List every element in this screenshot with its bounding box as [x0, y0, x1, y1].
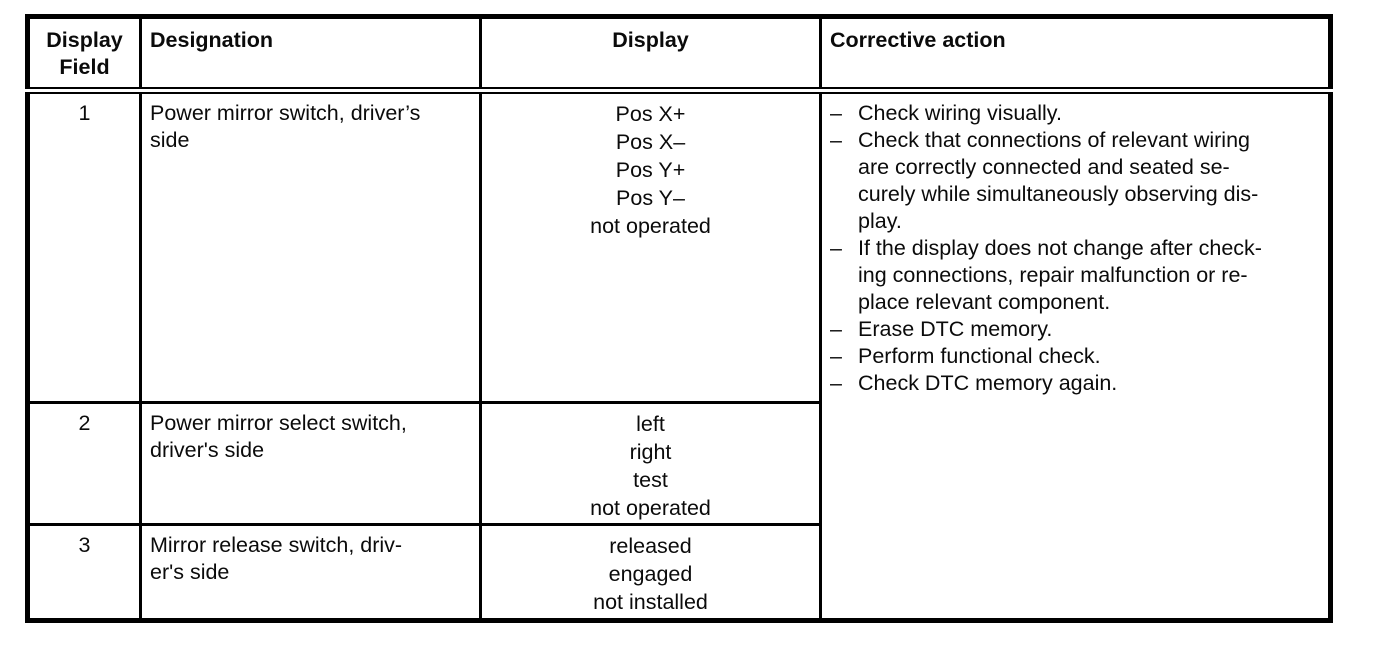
designation-line: Mirror release switch, driv- [150, 533, 403, 557]
cell-designation-1: Power mirror switch, driver’s side [139, 89, 482, 404]
designation-line: Power mirror switch, driver’s [150, 101, 421, 125]
cell-display-field-3: 3 [26, 523, 142, 622]
corrective-line: play. [858, 209, 902, 233]
column-header-display-field: Display Field [26, 15, 142, 94]
corrective-action-item: – Check that connections of relevant wir… [830, 127, 1320, 235]
corrective-action-item: – Erase DTC memory. [830, 316, 1320, 343]
cell-display-1: Pos X+ Pos X– Pos Y+ Pos Y– not operated [479, 89, 822, 404]
designation-line: er's side [150, 560, 230, 584]
table-row: 1 Power mirror switch, driver’s side Pos… [26, 89, 1332, 622]
cell-designation-3: Mirror release switch, driv- er's side [139, 523, 482, 622]
display-value: not installed [593, 590, 708, 614]
corrective-line: If the display does not change after che… [858, 236, 1262, 260]
corrective-line: Check DTC memory again. [858, 371, 1118, 395]
corrective-line: Check that connections of relevant wirin… [858, 128, 1250, 152]
display-value: Pos X– [615, 130, 686, 154]
display-value: released [609, 534, 692, 558]
display-value: left [636, 412, 665, 436]
corrective-line: curely while simultaneously observing di… [858, 182, 1259, 206]
designation-line: driver's side [150, 438, 265, 462]
dash-marker: – [830, 344, 842, 368]
corrective-action-item: – Check wiring visually. [830, 100, 1320, 127]
corrective-action-item: – If the display does not change after c… [830, 235, 1320, 316]
column-header-display: Display [479, 15, 822, 94]
corrective-action-item: – Check DTC memory again. [830, 370, 1320, 397]
dash-marker: – [830, 236, 842, 260]
cell-display-field-2: 2 [26, 401, 142, 526]
display-value: right [629, 440, 672, 464]
display-value: Pos Y– [616, 186, 685, 210]
cell-display-2: left right test not operated [479, 401, 822, 526]
dash-marker: – [830, 317, 842, 341]
dash-marker: – [830, 101, 842, 125]
column-header-designation: Designation [139, 15, 482, 94]
display-value: not operated [590, 214, 711, 238]
cell-corrective-action: – Check wiring visually. – Check that co… [819, 89, 1332, 622]
corrective-action-item: – Perform functional check. [830, 343, 1320, 370]
display-value: test [633, 468, 668, 492]
corrective-line: Check wiring visually. [858, 101, 1062, 125]
corrective-line: place relevant component. [858, 290, 1111, 314]
header-row: Display Field Designation Display Correc… [26, 15, 1332, 94]
display-value: Pos Y+ [615, 158, 686, 182]
cell-display-3: released engaged not installed [479, 523, 822, 622]
dash-marker: – [830, 128, 842, 152]
column-header-corrective-action: Corrective action [819, 15, 1332, 94]
corrective-line: ing connections, repair malfunction or r… [858, 263, 1248, 287]
corrective-line: Erase DTC memory. [858, 317, 1053, 341]
dash-marker: – [830, 371, 842, 395]
designation-line: Power mirror select switch, [150, 411, 407, 435]
display-value: engaged [608, 562, 693, 586]
designation-line: side [150, 128, 190, 152]
display-value: Pos X+ [615, 102, 686, 126]
cell-designation-2: Power mirror select switch, driver's sid… [139, 401, 482, 526]
cell-display-field-1: 1 [26, 89, 142, 404]
corrective-line: Perform functional check. [858, 344, 1101, 368]
diagnostic-table: Display Field Designation Display Correc… [25, 14, 1333, 623]
display-value: not operated [590, 496, 711, 520]
table-row: 2 Power mirror select switch, driver's s… [26, 401, 1331, 526]
table-row: 3 Mirror release switch, driv- er's side… [26, 523, 1331, 622]
corrective-line: are correctly connected and seated se- [858, 155, 1230, 179]
